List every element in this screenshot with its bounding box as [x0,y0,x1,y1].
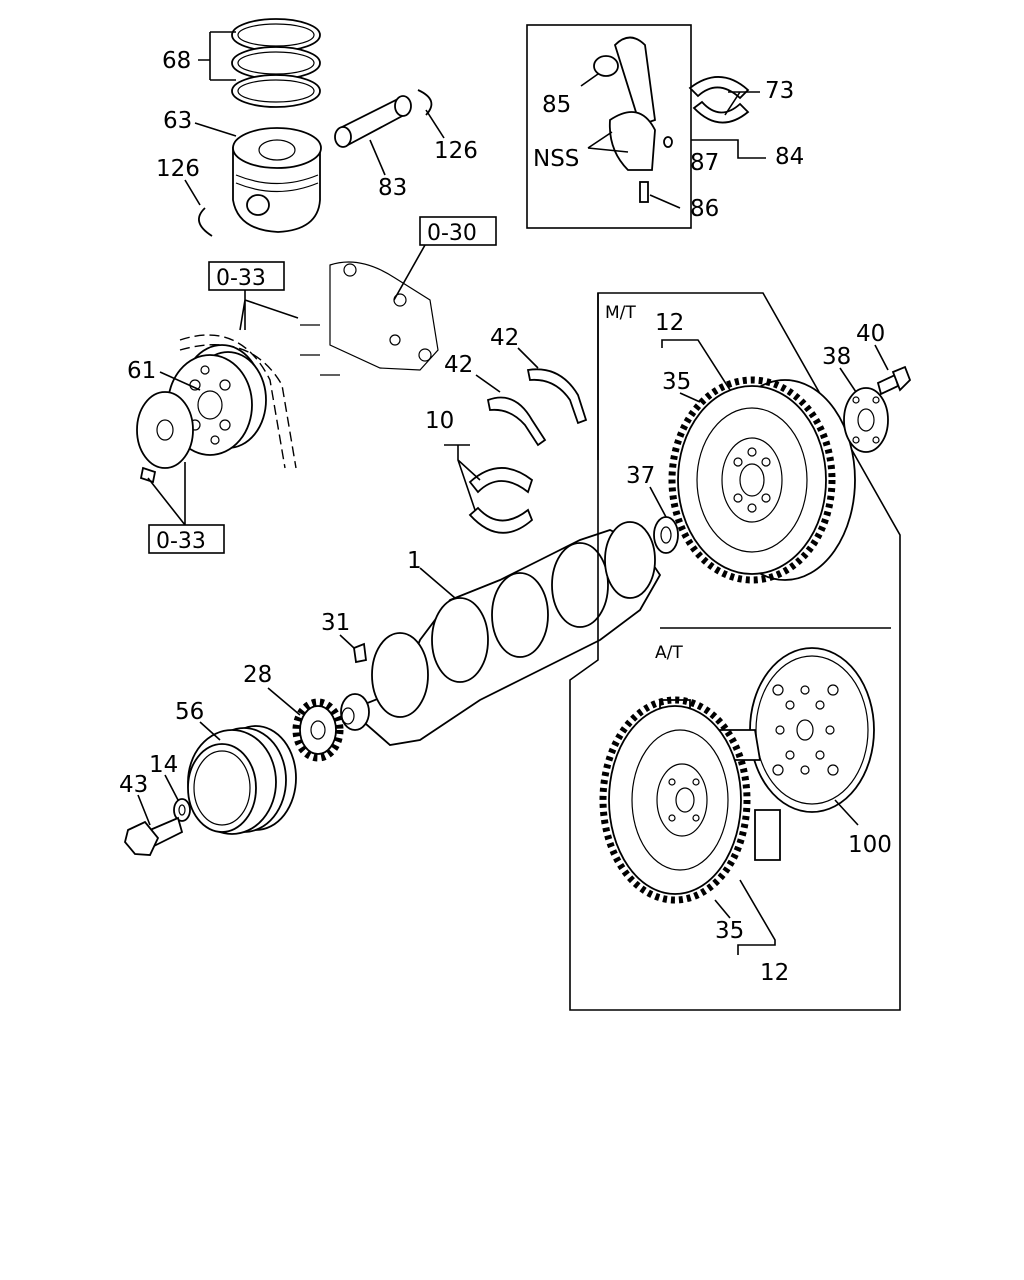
callout-14: 14 [149,752,178,778]
callout-40: 40 [856,321,885,347]
callout-nss: NSS [533,146,579,172]
ref-0-33-bottom: 0-33 [156,529,206,554]
callout-83: 83 [378,175,407,201]
at-drive-plate [599,696,781,904]
flywheel-bolt [876,365,912,396]
callout-84: 84 [775,144,804,170]
main-bearings [468,467,534,534]
callout-38: 38 [822,344,851,370]
v-belt-pulley [187,725,297,835]
pulley-plate [136,391,194,469]
callout-35-mt: 35 [662,369,691,395]
ref-0-30: 0-30 [427,221,477,246]
callout-100: 100 [848,832,892,858]
connecting-rod [593,36,656,203]
callout-86: 86 [690,196,719,222]
callout-28: 28 [243,662,272,688]
callout-56: 56 [175,699,204,725]
bolt-small [139,466,157,484]
callout-63: 63 [163,108,192,134]
conrod-group-box [526,24,692,229]
piston-rings [231,18,321,108]
callout-12-at: 12 [760,960,789,986]
crank-gear [292,698,344,762]
callout-42-left: 42 [444,352,473,378]
section-at: A/T [655,643,683,663]
conrod-bearing [688,76,750,124]
callout-87: 87 [690,150,719,176]
ref-box-0-33-top [208,261,285,291]
timing-case-outline [179,261,439,469]
washer [173,798,191,822]
mt-flywheel [668,376,856,584]
snap-ring-left [198,207,213,237]
snap-ring-right [417,89,433,116]
ref-box-0-30 [419,216,497,246]
pilot-bearing [653,516,679,554]
callout-61: 61 [127,358,156,384]
crankshaft [340,521,662,746]
flex-plate [749,647,875,813]
callout-42-right: 42 [490,325,519,351]
woodruff-key [353,642,367,664]
callout-12-mt: 12 [655,310,684,336]
callout-31: 31 [321,610,350,636]
transmission-section-outline [569,292,901,1011]
callout-68: 68 [162,48,191,74]
callout-126-right: 126 [434,138,478,164]
callout-126-left: 126 [156,156,200,182]
ref-box-0-33-bottom [148,524,225,554]
callout-43: 43 [119,772,148,798]
piston-pin [334,95,412,148]
section-mt: M/T [605,303,636,323]
callout-73: 73 [765,78,794,104]
callout-1: 1 [407,548,422,574]
callout-85: 85 [542,92,571,118]
callout-37: 37 [626,463,655,489]
callout-35-at: 35 [715,918,744,944]
ref-0-33-top: 0-33 [216,266,266,291]
piston [232,127,322,233]
callout-10: 10 [425,408,454,434]
thrust-washers [486,368,588,447]
pulley-bolt [124,816,184,856]
flywheel-plate [843,387,889,453]
crank-pulley [167,344,267,456]
